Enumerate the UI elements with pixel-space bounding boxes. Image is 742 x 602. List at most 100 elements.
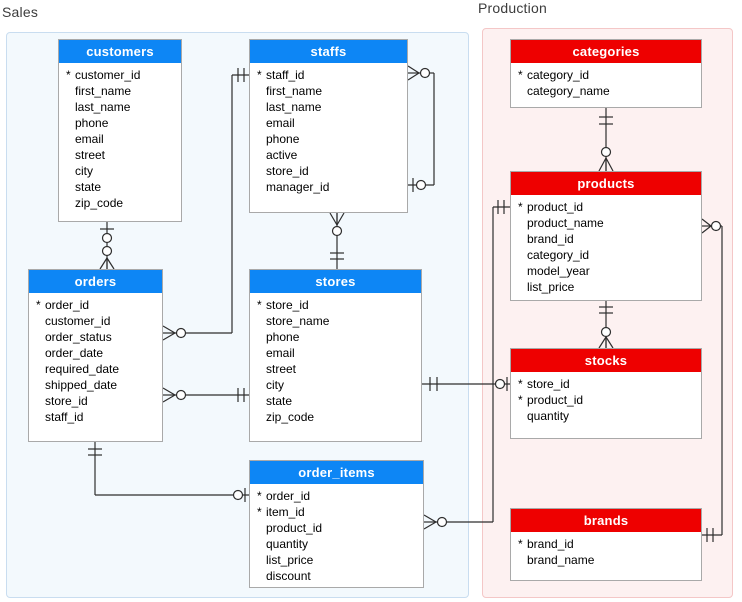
field-row-brand_id: *brand_id: [518, 536, 697, 552]
field-name: store_name: [266, 314, 330, 328]
field-name: order_id: [266, 489, 311, 503]
field-name: phone: [75, 116, 109, 130]
field-indent: [66, 115, 75, 131]
field-indent: [257, 377, 266, 393]
field-row-customer_id: customer_id: [36, 313, 158, 329]
field-indent: [66, 99, 75, 115]
primary-key-marker: *: [518, 68, 523, 82]
field-row-order_id: * order_id: [257, 488, 419, 504]
field-indent: [257, 536, 266, 552]
field-name: email: [75, 132, 104, 146]
field-row-first_name: first_name: [257, 83, 403, 99]
primary-key-marker: *: [518, 377, 523, 391]
field-name: product_id: [527, 393, 584, 407]
field-row-store_id: * store_id: [518, 376, 697, 392]
field-indent: [518, 83, 527, 99]
field-name: email: [266, 346, 295, 360]
sales-region-label: Sales: [2, 4, 39, 20]
field-row-shipped_date: shipped_date: [36, 377, 158, 393]
field-name: email: [266, 116, 295, 130]
field-row-list_price: list_price: [518, 279, 697, 295]
field-name: product_name: [527, 216, 604, 230]
field-row-order_date: order_date: [36, 345, 158, 361]
primary-key-marker: *: [257, 489, 262, 503]
primary-key-marker: *: [257, 68, 262, 82]
table-header-products: products: [511, 172, 701, 195]
field-row-email: email: [257, 115, 403, 131]
field-name: store_id: [527, 377, 570, 391]
field-indent: [66, 195, 75, 211]
field-name: zip_code: [75, 196, 124, 210]
field-name: zip_code: [266, 410, 315, 424]
field-row-customer_id: *customer_id: [66, 67, 177, 83]
field-row-discount: discount: [257, 568, 419, 584]
field-indent: [66, 131, 75, 147]
field-name: city: [266, 378, 284, 392]
field-name: customer_id: [45, 314, 111, 328]
table-header-customers: customers: [59, 40, 181, 63]
field-indent: [518, 408, 527, 424]
field-row-product_id: *product_id: [518, 199, 697, 215]
field-name: quantity: [527, 409, 570, 423]
field-row-store_id: store_id: [257, 163, 403, 179]
primary-key-marker: *: [257, 298, 262, 312]
field-indent: [66, 179, 75, 195]
table-header-stocks: stocks: [511, 349, 701, 372]
field-indent: [36, 393, 45, 409]
primary-key-marker: *: [36, 298, 41, 312]
field-name: phone: [266, 132, 300, 146]
field-row-first_name: first_name: [66, 83, 177, 99]
field-row-product_id: product_id: [257, 520, 419, 536]
table-header-orders: orders: [29, 270, 162, 293]
field-name: required_date: [45, 362, 120, 376]
field-row-last_name: last_name: [257, 99, 403, 115]
field-name: product_id: [266, 521, 323, 535]
field-indent: [257, 345, 266, 361]
field-name: last_name: [266, 100, 322, 114]
primary-key-marker: *: [257, 505, 262, 519]
field-row-model_year: model_year: [518, 263, 697, 279]
field-indent: [518, 231, 527, 247]
field-indent: [257, 568, 266, 584]
field-row-city: city: [257, 377, 417, 393]
field-indent: [257, 115, 266, 131]
field-row-street: street: [257, 361, 417, 377]
field-row-last_name: last_name: [66, 99, 177, 115]
field-row-email: email: [257, 345, 417, 361]
field-name: store_id: [266, 164, 309, 178]
field-name: staff_id: [45, 410, 84, 424]
field-indent: [257, 179, 266, 195]
field-name: category_id: [527, 68, 590, 82]
field-indent: [66, 83, 75, 99]
field-name: brand_name: [527, 553, 595, 567]
field-indent: [257, 552, 266, 568]
field-indent: [518, 263, 527, 279]
field-name: discount: [266, 569, 311, 583]
field-indent: [257, 361, 266, 377]
field-indent: [518, 215, 527, 231]
field-name: state: [266, 394, 293, 408]
field-list: * store_id* product_id quantity: [511, 372, 701, 424]
field-name: street: [266, 362, 297, 376]
table-header-categories: categories: [511, 40, 701, 63]
field-row-store_name: store_name: [257, 313, 417, 329]
table-header-staffs: staffs: [250, 40, 407, 63]
field-row-city: city: [66, 163, 177, 179]
field-name: order_status: [45, 330, 112, 344]
field-row-brand_id: brand_id: [518, 231, 697, 247]
field-name: store_id: [45, 394, 88, 408]
field-name: last_name: [75, 100, 131, 114]
field-indent: [257, 163, 266, 179]
field-row-brand_name: brand_name: [518, 552, 697, 568]
